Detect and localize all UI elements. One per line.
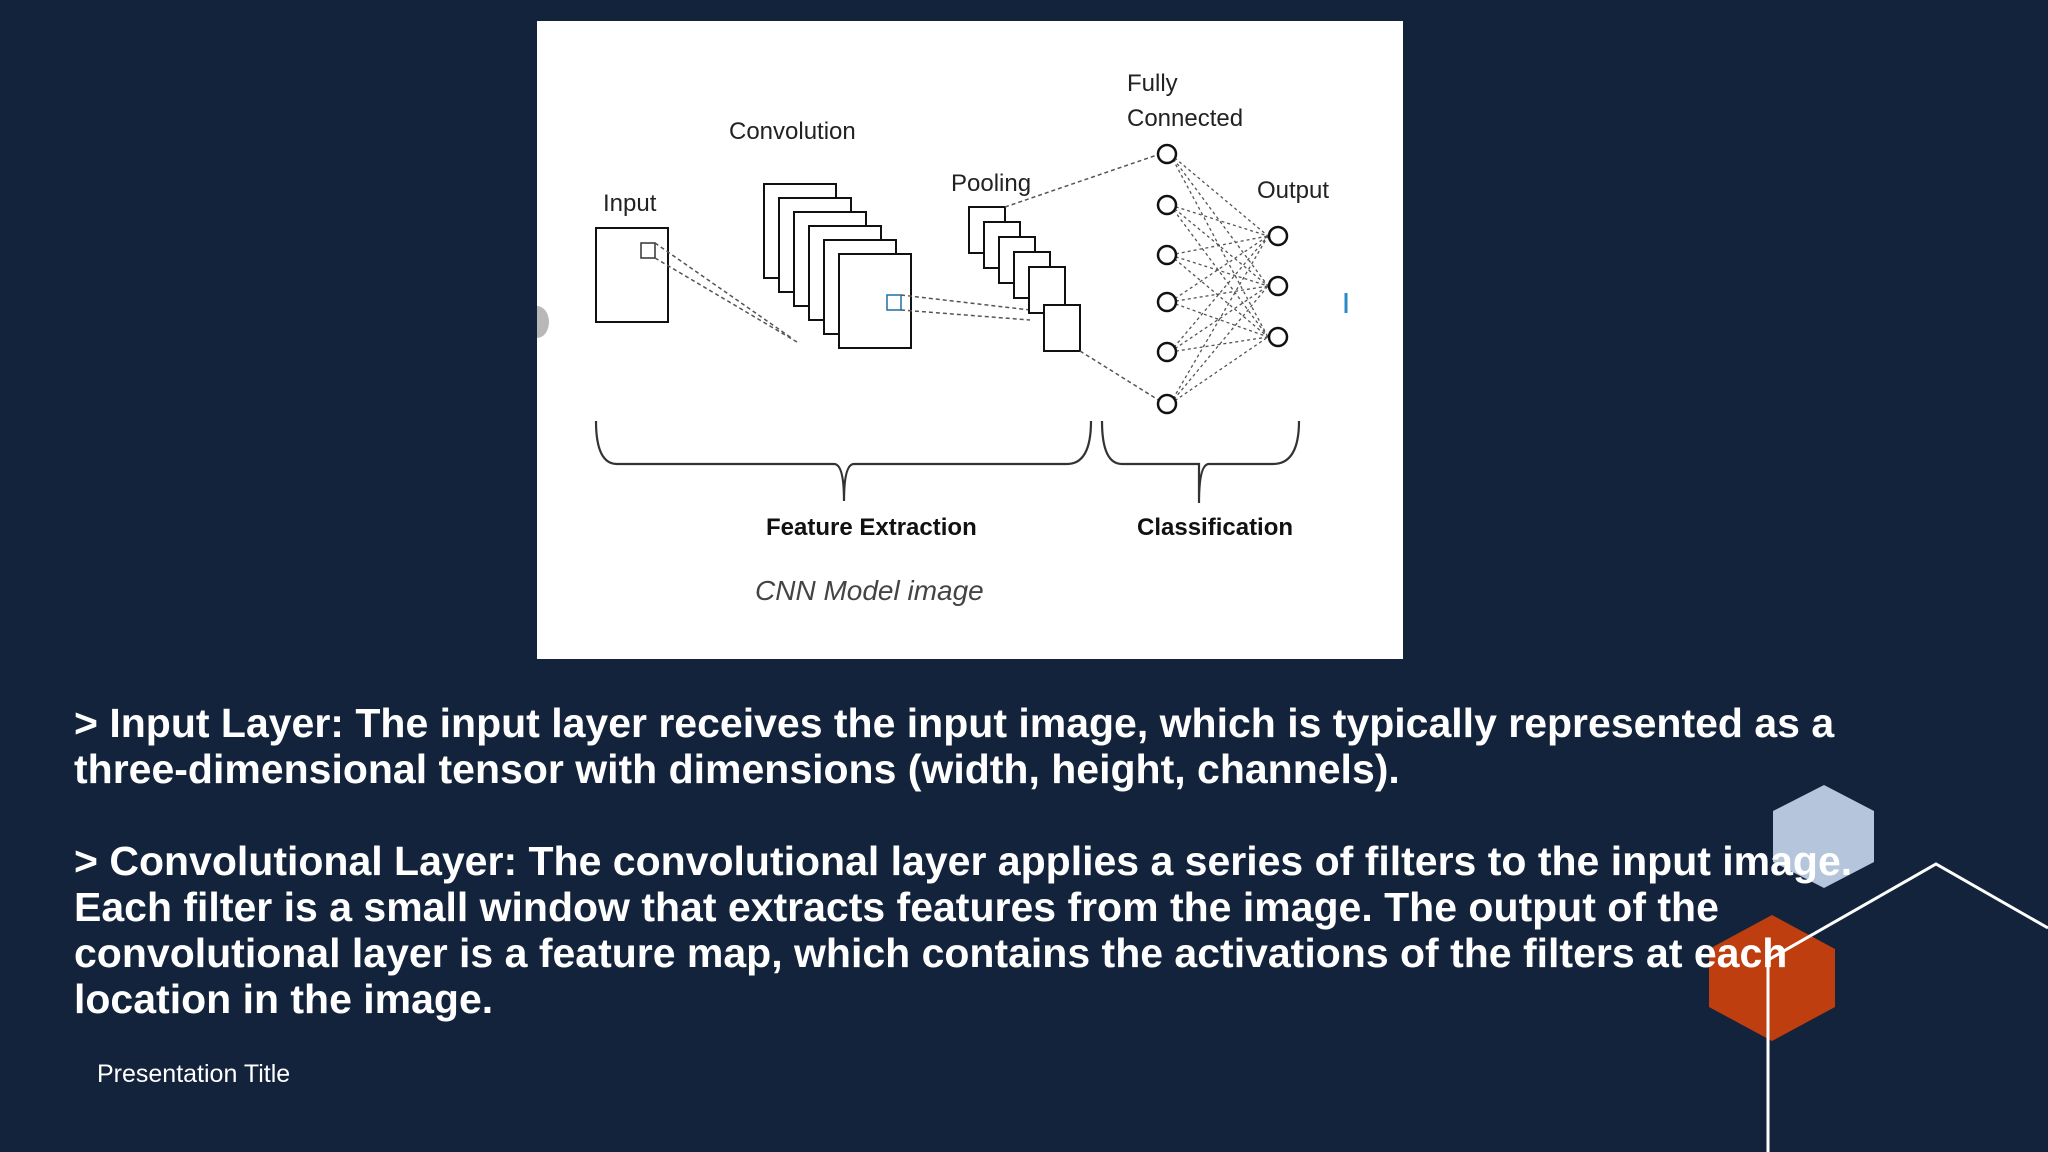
pooling-label: Pooling	[951, 170, 1031, 197]
input-to-conv-lines	[654, 242, 798, 343]
figure-caption: CNN Model image	[755, 575, 984, 606]
output-nodes	[1267, 225, 1289, 348]
feature-extraction-brace	[594, 420, 1093, 502]
cnn-diagram-figure: Input Convolution Pooling Fully Connecte…	[537, 21, 1403, 659]
slide-body: > Input Layer: The input layer receives …	[74, 700, 1894, 1022]
fully-connected-nodes	[1156, 143, 1178, 415]
presentation-title-footer: Presentation Title	[97, 1060, 291, 1088]
pooling-stack	[968, 206, 1081, 352]
connected-label: Connected	[1127, 105, 1243, 132]
output-label: Output	[1257, 177, 1329, 204]
classification-brace	[1100, 420, 1301, 504]
conv-window	[886, 294, 902, 311]
input-box	[595, 227, 669, 323]
left-edge-mark	[537, 306, 549, 338]
convolution-stack	[763, 183, 912, 349]
fc-to-output-lines	[1169, 153, 1269, 405]
paragraph-convolutional-layer: > Convolutional Layer: The convolutional…	[74, 838, 1853, 1022]
input-window	[640, 242, 656, 259]
feature-extraction-label: Feature Extraction	[766, 514, 977, 541]
fully-label: Fully	[1127, 70, 1178, 97]
pool-to-fc-lines	[1004, 153, 1161, 402]
conv-to-pool-lines	[900, 294, 1031, 321]
classification-label: Classification	[1137, 514, 1293, 541]
cnn-diagram: Input Convolution Pooling Fully Connecte…	[537, 70, 1348, 606]
paragraph-input-layer: > Input Layer: The input layer receives …	[74, 700, 1835, 792]
convolution-label: Convolution	[729, 118, 856, 145]
input-label: Input	[603, 190, 657, 217]
